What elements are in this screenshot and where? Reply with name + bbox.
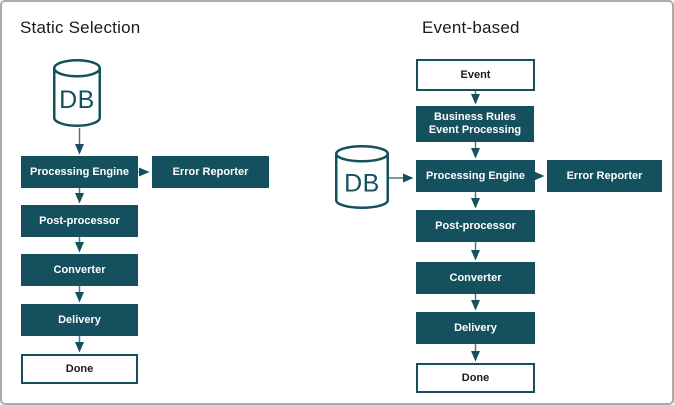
- node-label-line2: Event Processing: [428, 124, 522, 136]
- node-delivery-left: Delivery: [21, 304, 138, 336]
- node-label: Processing Engine: [29, 165, 130, 178]
- database-cylinder-icon-right: DB: [335, 145, 389, 209]
- node-label: Delivery: [454, 321, 497, 334]
- node-post-processor-left: Post-processor: [21, 205, 138, 237]
- node-label: Converter: [53, 263, 106, 276]
- node-processing-engine-right: Processing Engine: [416, 160, 535, 192]
- flow-title-static-selection: Static Selection: [20, 18, 141, 37]
- node-label-line1: Business Rules: [434, 111, 516, 123]
- db-label-right: DB: [344, 170, 380, 198]
- node-label: Delivery: [58, 313, 101, 326]
- database-cylinder-icon-left: DB: [53, 59, 101, 127]
- node-label: Done: [461, 371, 490, 384]
- node-event: Event: [416, 59, 535, 91]
- flow-title-event-based: Event-based: [422, 18, 520, 37]
- node-converter-left: Converter: [21, 254, 138, 286]
- node-converter-right: Converter: [416, 262, 535, 294]
- node-delivery-right: Delivery: [416, 312, 535, 344]
- node-error-reporter-left: Error Reporter: [152, 156, 269, 188]
- node-label: Error Reporter: [172, 165, 249, 178]
- node-done-left: Done: [21, 354, 138, 384]
- node-label: Error Reporter: [566, 169, 643, 182]
- node-label: Event: [460, 68, 491, 81]
- node-processing-engine-left: Processing Engine: [21, 156, 138, 188]
- node-done-right: Done: [416, 363, 535, 393]
- node-label: Post-processor: [435, 219, 516, 232]
- node-label: Done: [65, 362, 94, 375]
- node-error-reporter-right: Error Reporter: [547, 160, 662, 192]
- node-business-rules-event-processing: Business Rules Event Processing: [416, 106, 534, 142]
- node-post-processor-right: Post-processor: [416, 210, 535, 242]
- node-label: Post-processor: [39, 214, 120, 227]
- node-label: Converter: [449, 271, 502, 284]
- node-label: Processing Engine: [425, 169, 526, 182]
- db-label-left: DB: [59, 86, 95, 114]
